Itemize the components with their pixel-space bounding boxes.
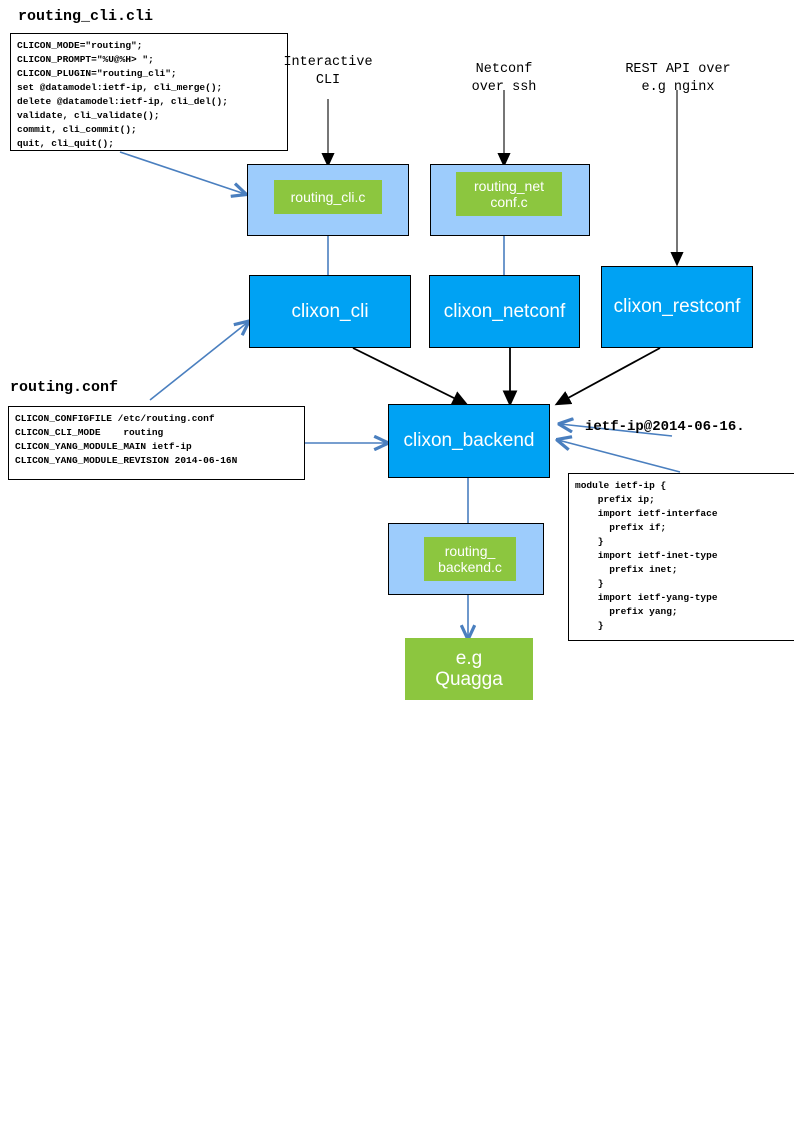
arrow-clifile-to-plugin	[119, 151, 245, 194]
conf-file-content: CLICON_CONFIGFILE /etc/routing.conf CLIC…	[15, 413, 238, 466]
arrow-yangfile-to-backend	[558, 440, 681, 473]
yang-file-content: module ietf-ip { prefix ip; import ietf-…	[575, 480, 718, 631]
arrow-conffile-to-cli	[149, 322, 248, 401]
daemon-clixon-netconf[interactable]: clixon_netconf	[429, 275, 580, 348]
plugin-routing-backend-c[interactable]: routing_ backend.c	[424, 537, 516, 581]
conf-file-title: routing.conf	[10, 379, 119, 396]
daemon-clixon-restconf[interactable]: clixon_restconf	[601, 266, 753, 348]
cli-file-content: CLICON_MODE="routing"; CLICON_PROMPT="%U…	[17, 40, 228, 149]
plugin-routing-cli-c[interactable]: routing_cli.c	[274, 180, 382, 214]
label-rest-api: REST API over e.g nginx	[625, 62, 731, 95]
arrow-cli-to-backend	[352, 347, 469, 406]
daemon-clixon-cli[interactable]: clixon_cli	[249, 275, 411, 348]
plugin-routing-netconf-c[interactable]: routing_net conf.c	[456, 172, 562, 216]
external-quagga[interactable]: e.g Quagga	[405, 638, 533, 700]
label-interactive-cli: Interactive CLI	[283, 55, 373, 88]
cli-file-title: routing_cli.cli	[18, 8, 154, 25]
conf-file-box: CLICON_CONFIGFILE /etc/routing.conf CLIC…	[8, 406, 305, 480]
daemon-clixon-backend[interactable]: clixon_backend	[388, 404, 550, 478]
arrow-restconf-to-backend	[554, 347, 661, 406]
cli-file-box: CLICON_MODE="routing"; CLICON_PROMPT="%U…	[10, 33, 288, 151]
label-netconf-over-ssh: Netconf over ssh	[471, 62, 537, 95]
yang-file-title: ietf-ip@2014-06-16.	[585, 419, 745, 435]
yang-file-box: module ietf-ip { prefix ip; import ietf-…	[568, 473, 794, 641]
